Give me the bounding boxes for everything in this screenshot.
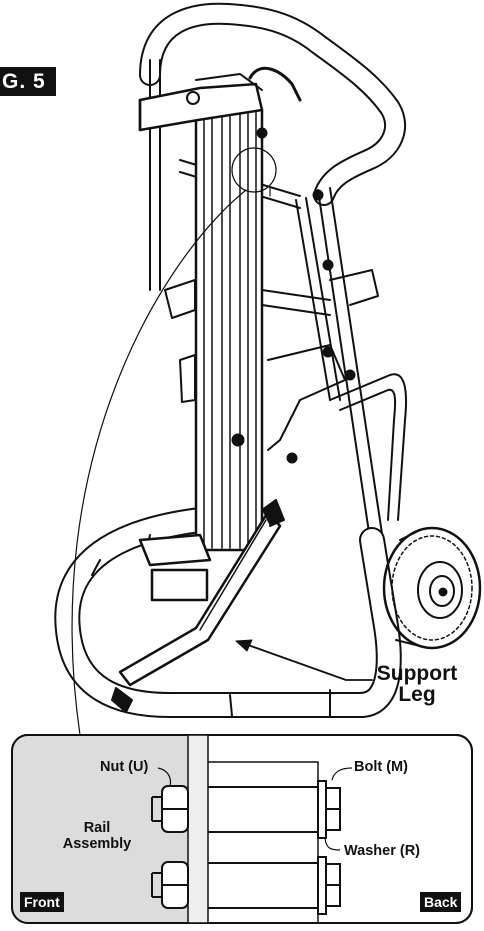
lower-bolt: [151, 856, 341, 915]
upper-bolt: [151, 780, 341, 839]
spacer-block: [208, 761, 319, 923]
detail-panel: [11, 734, 473, 924]
bolt-label: Bolt (M): [354, 759, 408, 775]
front-tag: Front: [20, 892, 64, 912]
nut-label: Nut (U): [100, 759, 149, 775]
support-leg: [111, 499, 285, 713]
support-leg-label-line2: Leg: [398, 683, 436, 706]
cross-brace: [164, 189, 379, 464]
wheel: [382, 526, 482, 650]
label-leaders: [157, 767, 353, 851]
rail-assembly-label: Rail Assembly: [52, 820, 142, 852]
support-leg-label-line1: Support: [376, 662, 458, 685]
rail-assembly-label-line2: Assembly: [62, 836, 132, 852]
washer-label: Washer (R): [344, 843, 420, 859]
rail-assembly: [138, 66, 302, 602]
support-leg-label: Support Leg: [372, 663, 462, 705]
support-leg-leader: [235, 639, 373, 681]
cart-handle: [139, 2, 406, 291]
figure-tag: G. 5: [0, 67, 56, 96]
back-tag: Back: [420, 892, 462, 912]
rail-assembly-label-line1: Rail: [83, 820, 111, 836]
detail-callout-leader: [71, 147, 277, 736]
